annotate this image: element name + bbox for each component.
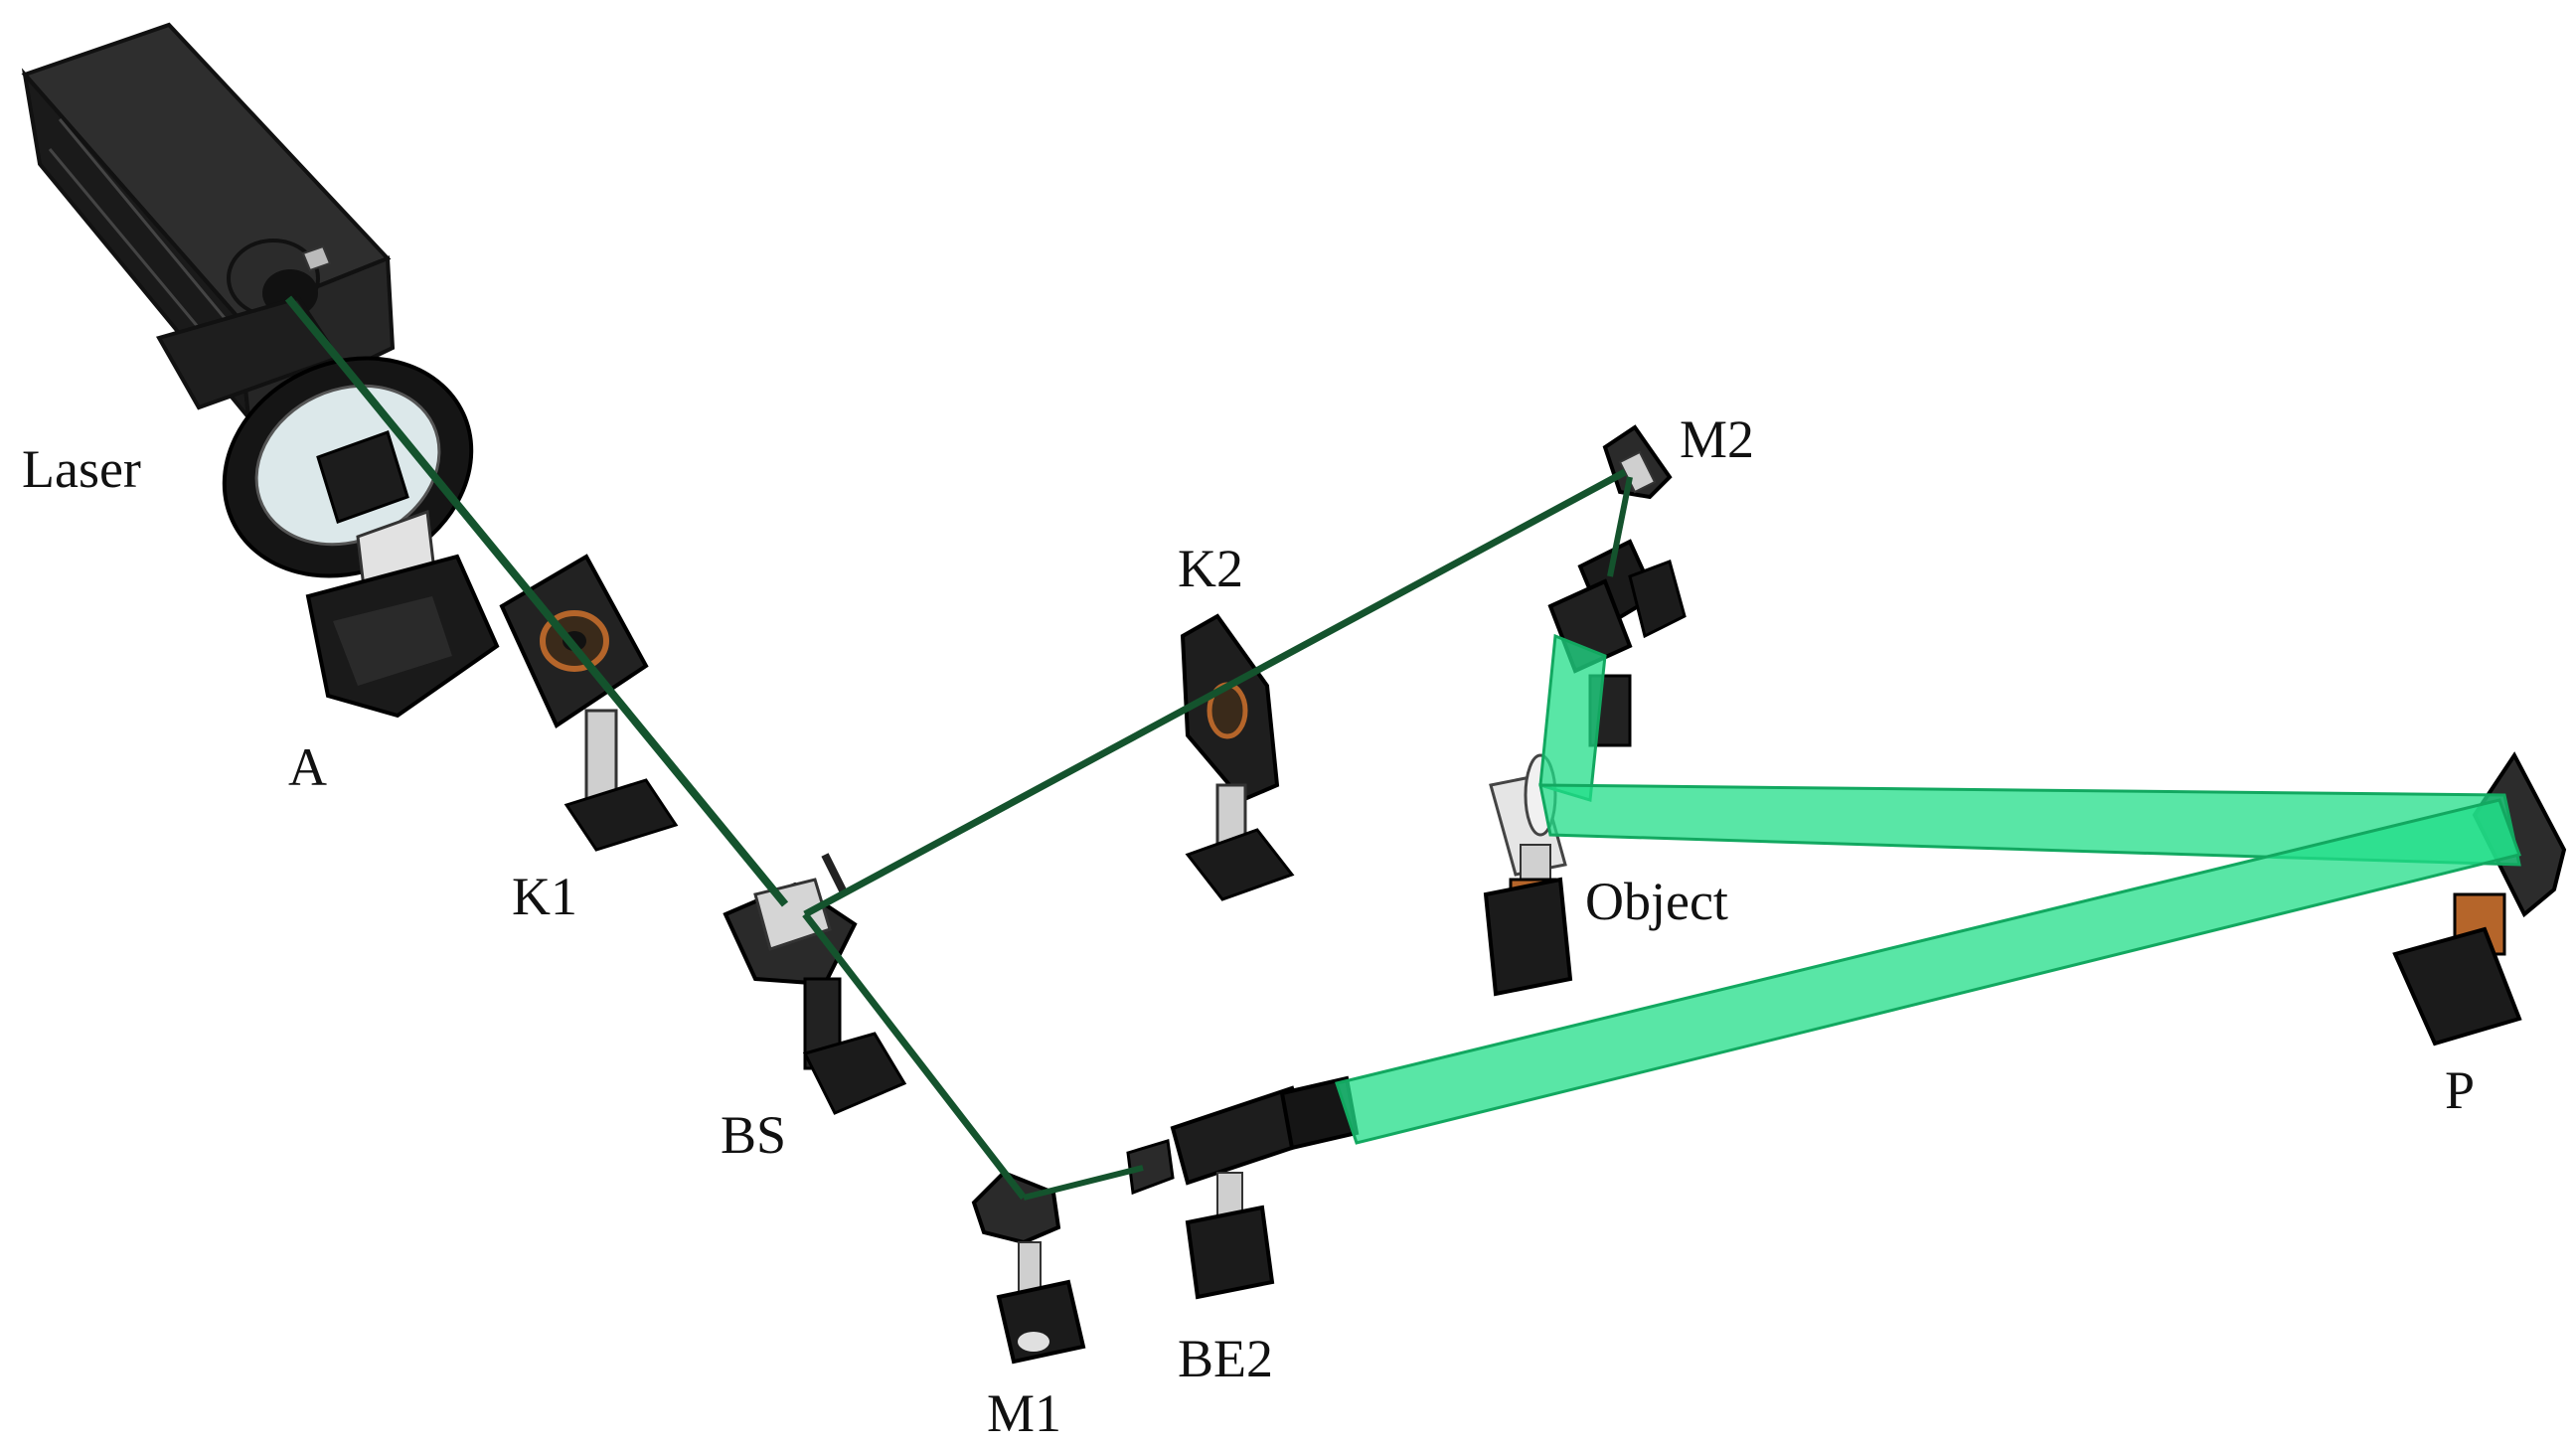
beam-splitter-bs bbox=[723, 853, 907, 1115]
beam-be1-to-object bbox=[1538, 633, 1607, 802]
label-m1: M1 bbox=[987, 1383, 1061, 1443]
mirror-m2 bbox=[1602, 424, 1673, 500]
beam-expander-be1 bbox=[1547, 539, 1687, 747]
label-k1: K1 bbox=[512, 867, 577, 926]
label-bs: BS bbox=[721, 1105, 786, 1165]
beam-be2-to-p bbox=[1335, 798, 2521, 1145]
label-m2: M2 bbox=[1680, 409, 1754, 469]
beam-m2-to-be1 bbox=[1607, 476, 1633, 577]
laser-beams bbox=[284, 295, 2521, 1201]
laser-unit bbox=[21, 22, 396, 424]
beam-laser-to-bs bbox=[284, 295, 789, 907]
beam-bs-to-m2 bbox=[803, 468, 1627, 918]
label-a: A bbox=[288, 737, 327, 797]
label-object: Object bbox=[1585, 872, 1728, 931]
label-p: P bbox=[2445, 1060, 2475, 1120]
label-be2: BE2 bbox=[1178, 1329, 1273, 1388]
labels: Laser A K1 K2 BS M1 M2 BE2 Object P bbox=[22, 409, 2475, 1443]
spatial-filter-k1 bbox=[499, 554, 679, 852]
mirror-m1 bbox=[971, 1170, 1086, 1365]
spatial-filter-k2 bbox=[1180, 613, 1295, 901]
beam-expander-be2 bbox=[1126, 1075, 1360, 1300]
beam-m1-to-be2 bbox=[1023, 1165, 1144, 1201]
beam-bs-to-m1 bbox=[802, 911, 1027, 1201]
label-k2: K2 bbox=[1178, 539, 1243, 598]
label-laser: Laser bbox=[22, 439, 141, 499]
beam-object-to-p bbox=[1538, 783, 2521, 867]
